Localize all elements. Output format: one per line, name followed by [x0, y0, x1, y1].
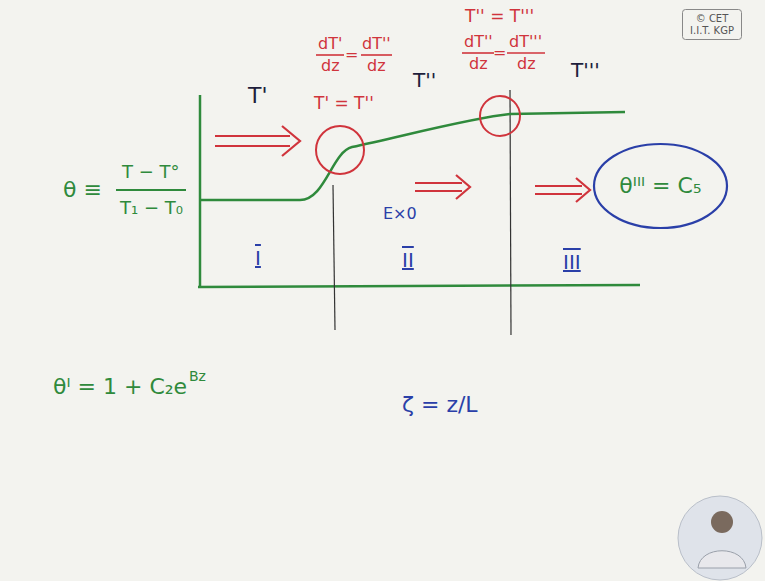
flow-arrow: [215, 126, 300, 156]
derivative-term: dT'': [464, 33, 493, 51]
junction-circle: [316, 126, 364, 174]
definition: θ ≡: [63, 178, 102, 202]
fraction-term: T − T°: [122, 162, 180, 182]
fraction-bar: [116, 189, 186, 191]
equals-sign: =: [493, 44, 506, 62]
flow-arrow: [415, 175, 470, 199]
channel-wall: [198, 285, 640, 287]
boundary-condition: T'' = T''': [465, 7, 534, 26]
region-boundary: [510, 90, 511, 335]
derivative-term: dz: [367, 57, 386, 75]
lecturer-inset: [678, 496, 762, 580]
derivative-term: dT'': [362, 35, 391, 53]
region-number: II: [402, 249, 414, 271]
boundary-condition: T' = T'': [314, 94, 374, 113]
source-note: E×0: [383, 205, 417, 223]
junction-circle: [480, 96, 520, 136]
derivative-term: dz: [469, 55, 488, 73]
node-text: © CET I.I.T. KGP: [688, 13, 736, 36]
temperature-symbol: T': [248, 84, 268, 108]
region-number: III: [563, 251, 581, 273]
region-boundary: [333, 185, 335, 330]
result-circle: θᴵᴵᴵ = C₅: [593, 143, 728, 229]
temperature-curve: [200, 112, 625, 200]
copyright-box: © CET I.I.T. KGP: [682, 9, 742, 40]
exponent: Bz: [189, 369, 206, 384]
temperature-symbol: T'': [413, 69, 436, 91]
node-text: θᴵᴵᴵ = C₅: [619, 173, 702, 198]
dimensionless-variable: ζ = z/L: [402, 393, 478, 417]
flow-arrow: [535, 178, 590, 202]
fraction-term: T₁ − T₀: [120, 198, 183, 218]
solution-equation: θᴵ = 1 + C₂e: [53, 375, 187, 399]
derivative-term: dz: [321, 57, 340, 75]
derivative-term: dT''': [509, 33, 542, 51]
derivative-term: dT': [318, 35, 342, 53]
temperature-symbol: T''': [571, 59, 600, 81]
derivative-term: dz: [517, 55, 536, 73]
region-number: I: [255, 247, 261, 269]
equals-sign: =: [345, 46, 358, 64]
channel-wall: [199, 95, 202, 288]
